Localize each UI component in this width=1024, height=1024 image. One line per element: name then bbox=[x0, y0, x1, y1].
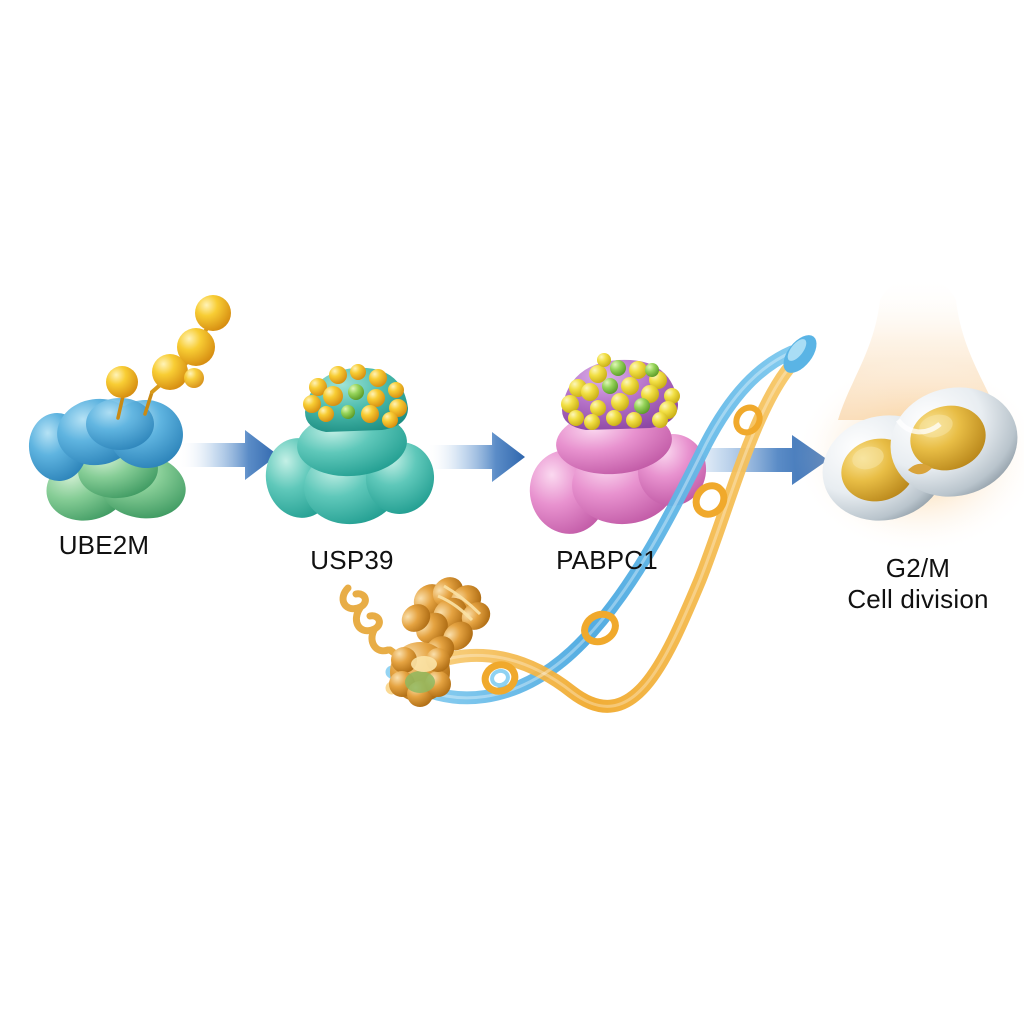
node-pabpc1[interactable] bbox=[522, 353, 712, 541]
node-usp39[interactable] bbox=[260, 364, 439, 529]
ubiquitin-chain bbox=[106, 295, 231, 398]
node-g2m-cell-division[interactable] bbox=[794, 276, 1024, 550]
mrna-strand bbox=[385, 335, 817, 713]
usp39-modifier-spheres bbox=[303, 364, 407, 428]
pabpc1-modifier-spheres bbox=[561, 353, 680, 430]
node-ube2m[interactable] bbox=[26, 295, 231, 529]
ribosome-complex bbox=[339, 577, 491, 707]
arrow-usp39-to-pabpc1 bbox=[428, 432, 525, 482]
arrow-ube2m-to-usp39 bbox=[180, 430, 278, 480]
